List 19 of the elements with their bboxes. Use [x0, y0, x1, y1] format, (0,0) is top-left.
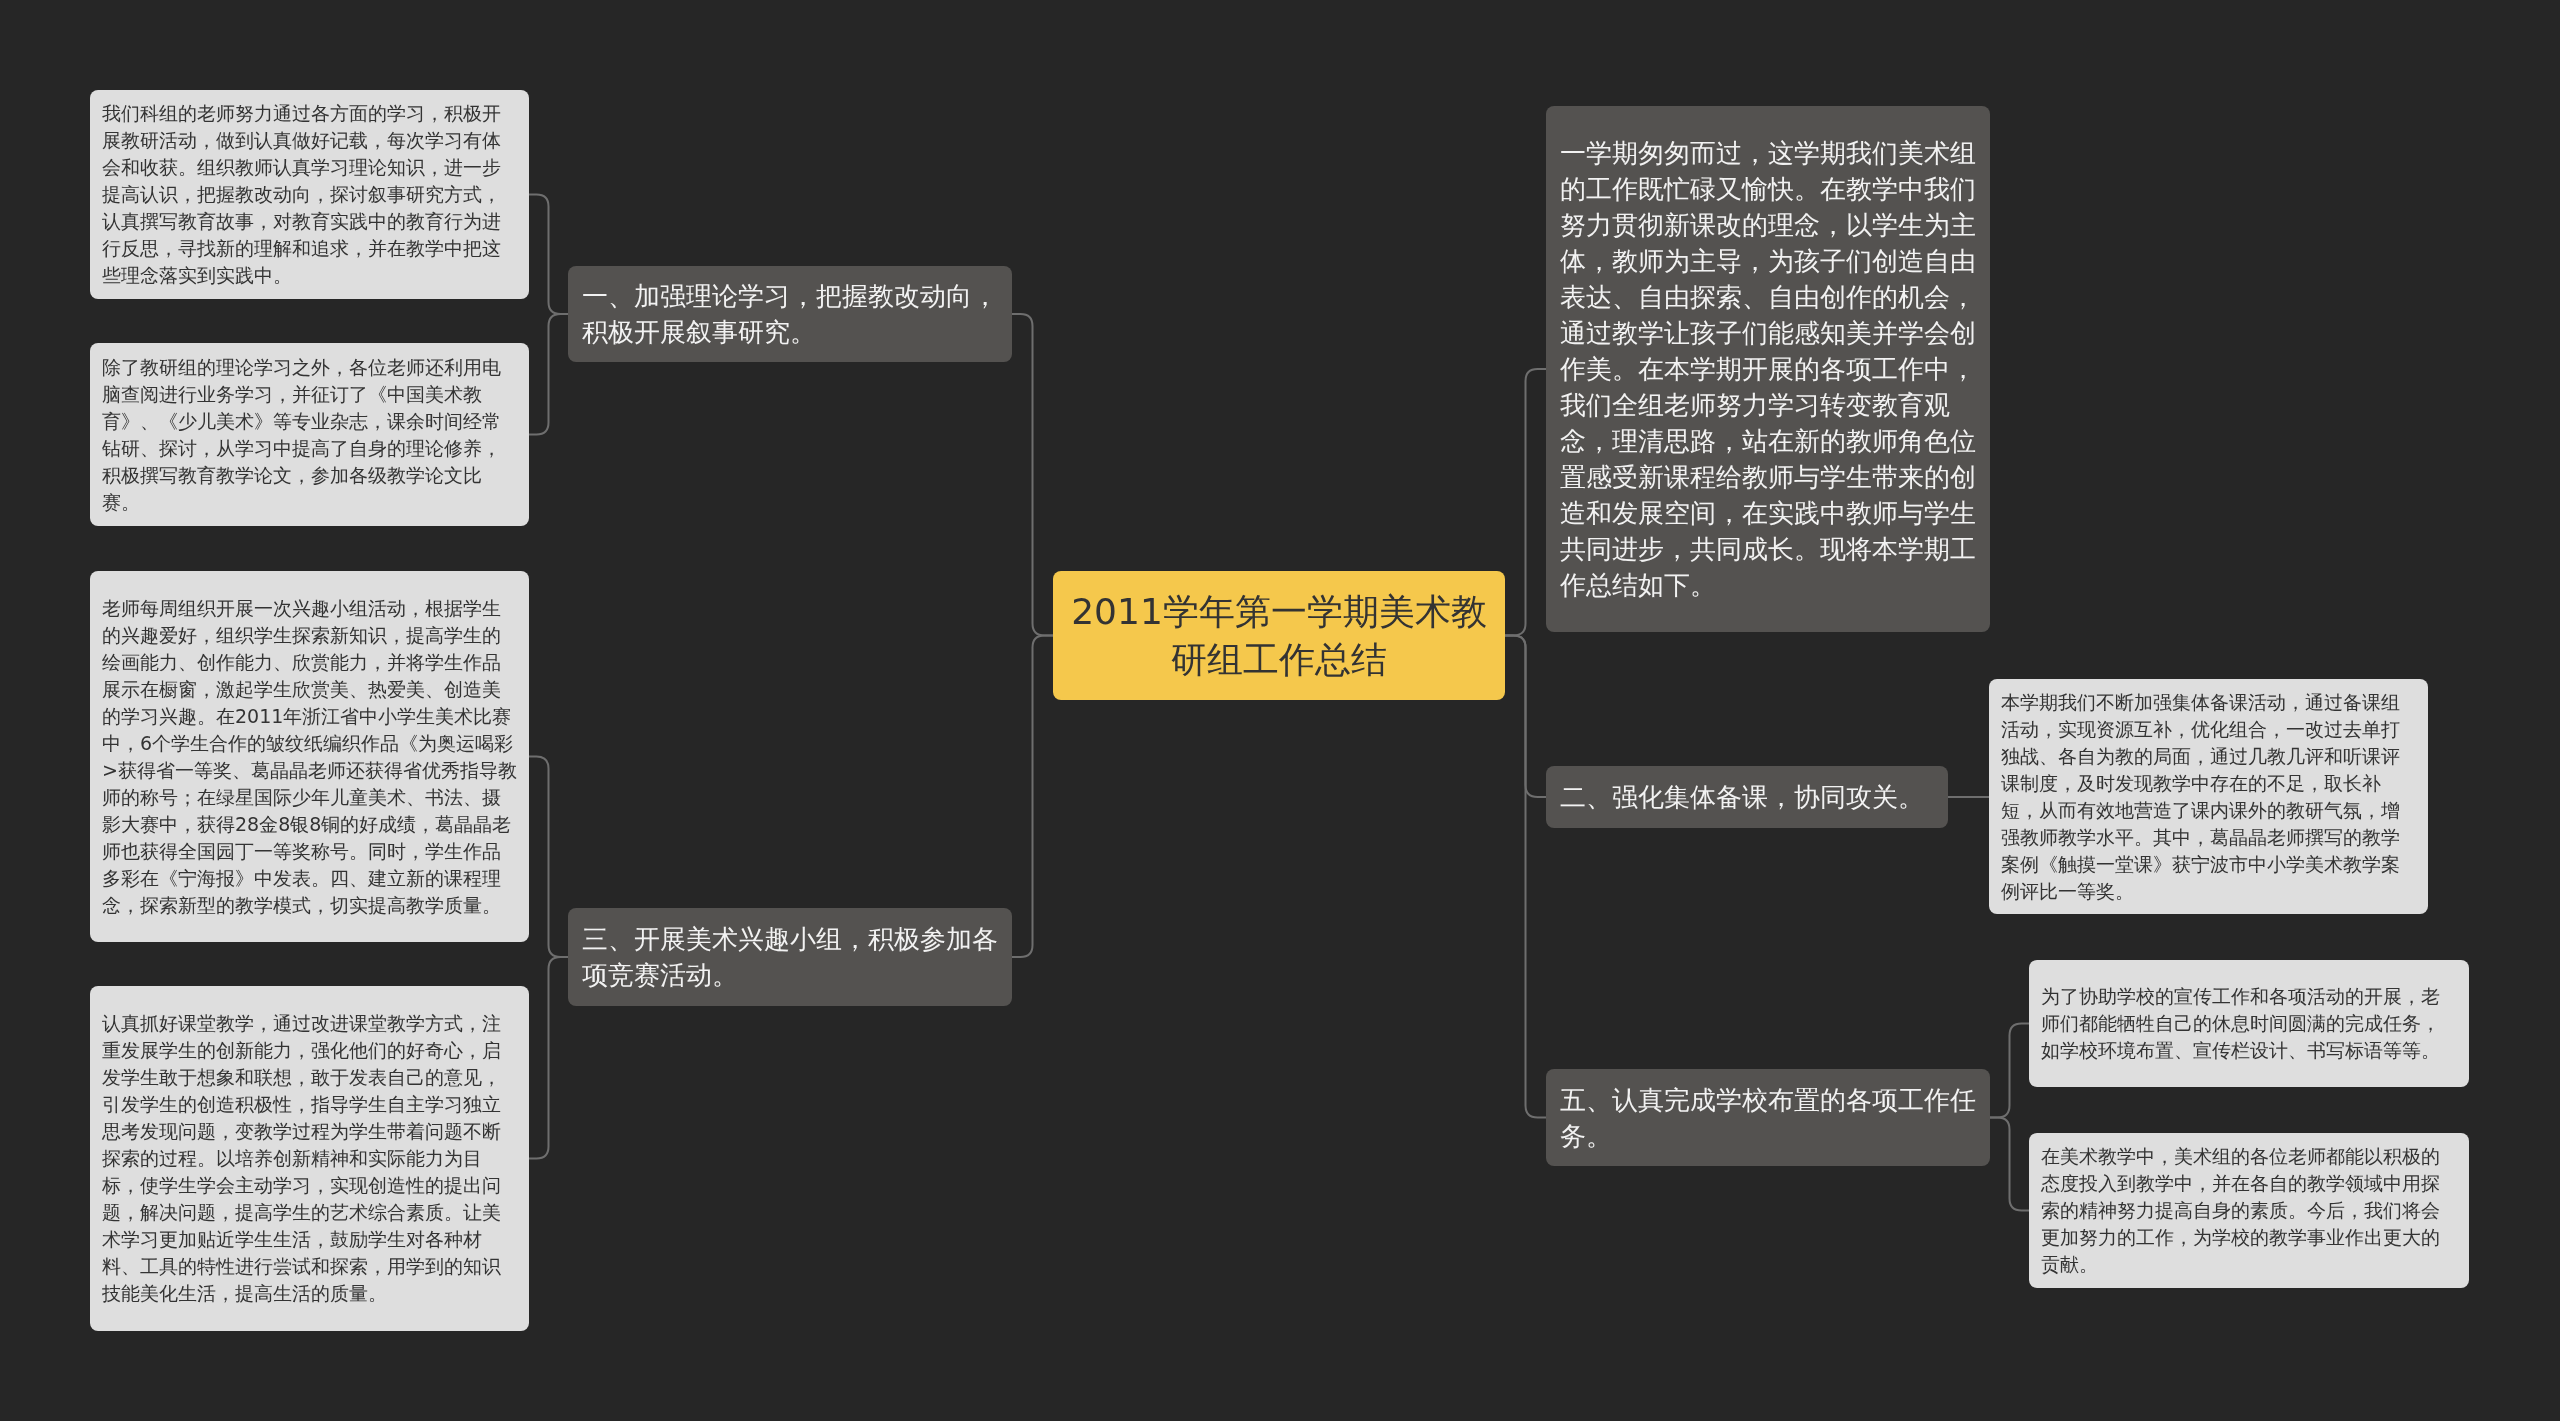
text-card: 除了教研组的理论学习之外，各位老师还利用电脑查阅进行业务学习，并征订了《中国美术教育》、《少儿美术》等专业杂志，课余时间经常钻研、探讨，从学习中提高了自身的理论修养，积极撰写教育教学论文，参加各级教学论文比赛。 [90, 343, 529, 526]
connector-line [1011, 634, 1054, 958]
text-card: 老师每周组织开展一次兴趣小组活动，根据学生的兴趣爱好，组织学生探索新知识，提高学生的绘画能力、创作能力、欣赏能力，并将学生作品展示在橱窗，激起学生欣赏美、热爱美、创造美的学习兴趣。在2011年浙江省中小学生美术比赛中，6个学生合作的皱纹纸编织作品《为奥运喝彩>获得省一等奖、葛晶晶老师还获得省优秀指导教师的称号；在绿星国际少年儿童美术、书法、摄影大赛中，获得28金8银8铜的好成绩，葛晶晶老师也获得全国园丁一等奖称号。同时，学生作品多彩在《宁海报》中发表。四、建立新的课程理念，探索新型的教学模式，切实提高教学质量。 [90, 571, 529, 942]
topic-box: 三、开展美术兴趣小组，积极参加各项竞赛活动。 [568, 908, 1012, 1006]
connector-line [528, 313, 569, 436]
title-box: 2011学年第一学期美术教研组工作总结 [1053, 571, 1505, 700]
topic-box: 五、认真完成学校布置的各项工作任务。 [1546, 1069, 1990, 1166]
topic-box: 一、加强理论学习，把握教改动向，积极开展叙事研究。 [568, 266, 1012, 362]
text-card: 本学期我们不断加强集体备课活动，通过备课组活动，实现资源互补，优化组合，一改过去单打独战、各自为教的局面，通过几教几评和听课评课制度，及时发现教学中存在的不足，取长补短，从而有效地营造了课内课外的教研气氛，增强教师教学水平。其中，葛晶晶老师撰写的教学案例《触摸一堂课》获宁波市中小学美术教学案例评比一等奖。 [1989, 679, 2428, 914]
text-card: 在美术教学中，美术组的各位老师都能以积极的态度投入到教学中，并在各自的教学领域中用探索的精神努力提高自身的素质。今后，我们将会更加努力的工作，为学校的教学事业作出更大的贡献。 [2029, 1133, 2469, 1288]
text-card: 我们科组的老师努力通过各方面的学习，积极开展教研活动，做到认真做好记载，每次学习有体会和收获。组织教师认真学习理论知识，进一步提高认识，把握教改动向，探讨叙事研究方式，认真撰写教育故事，对教育实践中的教育行为进行反思，寻找新的理解和追求，并在教学中把这些理念落实到实践中。 [90, 90, 529, 299]
text-card: 认真抓好课堂教学，通过改进课堂教学方式，注重发展学生的创新能力，强化他们的好奇心，启发学生敢于想象和联想，敢于发表自己的意见，引发学生的创造积极性，指导学生自主学习独立思考发现问题，变教学过程为学生带着问题不断探索的过程。以培养创新精神和实际能力为目标，使学生学会主动学习，实现创造性的提出问题，解决问题，提高学生的艺术综合素质。让美术学习更加贴近学生生活，鼓励学生对各种材料、工具的特性进行尝试和探索，用学到的知识技能美化生活，提高生活的质量。 [90, 986, 529, 1331]
connector-line [1989, 1116, 2030, 1212]
topic-box: 二、强化集体备课，协同攻关。 [1546, 766, 1948, 828]
text-card: 为了协助学校的宣传工作和各项活动的开展，老师们都能牺牲自己的休息时间圆满的完成任务，如学校环境布置、宣传栏设计、书写标语等等。 [2029, 960, 2469, 1087]
connector-line [1947, 796, 1990, 798]
topic-box: 一学期匆匆而过，这学期我们美术组的工作既忙碌又愉快。在教学中我们努力贯彻新课改的理念，以学生为主体，教师为主导，为孩子们创造自由表达、自由探索、自由创作的机会，通过教学让孩子们能感知美并学会创作美。在本学期开展的各项工作中，我们全组老师努力学习转变教育观念，理清思路，站在新的教师角色位置感受新课程给教师与学生带来的创造和发展空间，在实践中教师与学生共同进步，共同成长。现将本学期工作总结如下。 [1546, 106, 1990, 632]
connector-line [528, 956, 569, 1160]
connector-line [1504, 634, 1547, 1119]
